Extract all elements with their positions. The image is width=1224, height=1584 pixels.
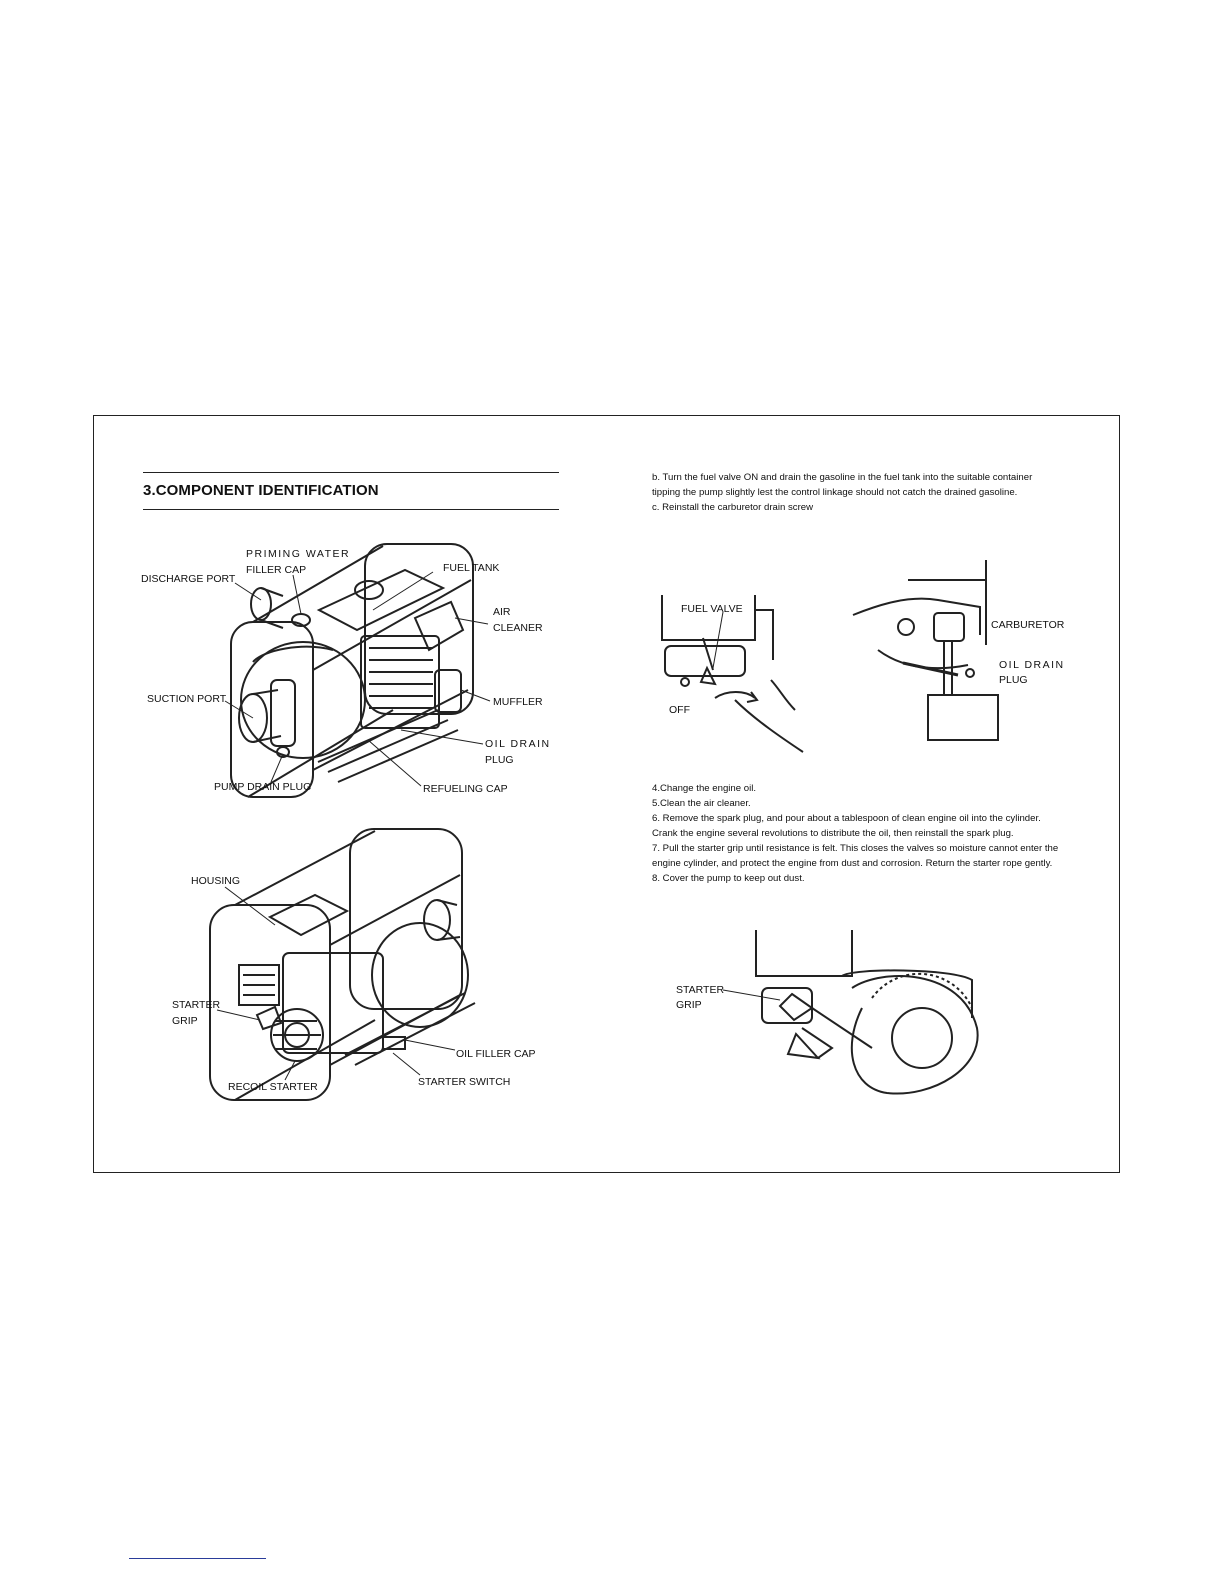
page-frame [93, 415, 1120, 1173]
label-off: OFF [669, 704, 690, 716]
instruction-5: 5.Clean the air cleaner. [652, 798, 751, 809]
label-refueling-cap: REFUELING CAP [423, 783, 508, 795]
carburetor-illustration [852, 560, 999, 741]
label-grip-2: GRIP [676, 999, 702, 1011]
label-plug-2: PLUG [999, 674, 1028, 686]
label-carburetor: CARBURETOR [991, 619, 1065, 631]
label-filler-cap: FILLER CAP [246, 564, 307, 576]
fuel-valve-illustration [661, 595, 804, 753]
instruction-b-line1: b. Turn the fuel valve ON and drain the … [652, 472, 1033, 483]
label-starter-switch: STARTER SWITCH [418, 1076, 511, 1088]
pump-front-illustration [224, 543, 491, 798]
instruction-b-line2: tipping the pump slightly lest the contr… [652, 487, 1018, 498]
section-title: 3.COMPONENT IDENTIFICATION [143, 482, 379, 499]
label-priming-water: PRIMING WATER [246, 548, 351, 560]
title-rule-top [143, 472, 559, 473]
label-discharge-port: DISCHARGE PORT [141, 573, 236, 585]
label-oil-drain-2: OIL DRAIN [999, 659, 1065, 671]
instruction-7-line2: engine cylinder, and protect the engine … [652, 858, 1053, 869]
label-oil-filler-cap: OIL FILLER CAP [456, 1048, 536, 1060]
label-muffler: MUFFLER [493, 696, 543, 708]
title-rule-bottom [143, 509, 559, 510]
label-starter-2: STARTER [676, 984, 725, 996]
label-housing: HOUSING [191, 875, 241, 887]
label-fuel-valve: FUEL VALVE [681, 603, 743, 615]
instruction-c: c. Reinstall the carburetor drain screw [652, 502, 814, 513]
label-pump-drain-plug: PUMP DRAIN PLUG [214, 781, 312, 793]
label-oil-drain: OIL DRAIN [485, 738, 551, 750]
label-starter: STARTER [172, 999, 221, 1011]
instruction-4: 4.Change the engine oil. [652, 783, 757, 794]
label-plug: PLUG [485, 754, 514, 766]
instruction-6-line2: Crank the engine several revolutions to … [652, 828, 1014, 839]
label-suction-port: SUCTION PORT [147, 693, 227, 705]
label-air: AIR [493, 606, 511, 618]
label-cleaner: CLEANER [493, 622, 543, 634]
label-grip: GRIP [172, 1015, 198, 1027]
instruction-6-line1: 6. Remove the spark plug, and pour about… [652, 813, 1041, 824]
starter-grip-illustration [722, 930, 979, 1095]
instruction-7-line1: 7. Pull the starter grip until resistanc… [652, 843, 1059, 854]
footer-link-underline [129, 1558, 266, 1559]
label-fuel-tank: FUEL TANK [443, 562, 500, 574]
label-recoil-starter: RECOIL STARTER [228, 1081, 318, 1093]
pump-rear-illustration [209, 828, 476, 1101]
instruction-8: 8. Cover the pump to keep out dust. [652, 873, 805, 884]
